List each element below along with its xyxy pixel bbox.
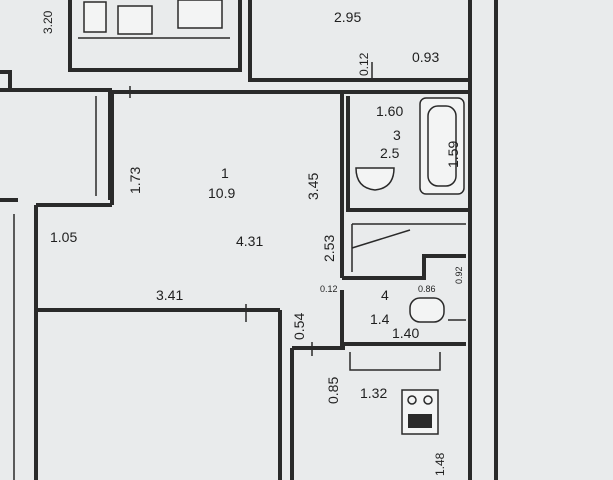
upper-bathroom: [68, 0, 242, 72]
dim-0-93: 0.93: [412, 49, 439, 65]
toilet-icon-upper: [83, 1, 107, 33]
dim-2-95: 2.95: [334, 9, 361, 25]
kitchen-area: [349, 352, 441, 435]
window-marks: [129, 86, 313, 356]
sink-icon-upper: [117, 5, 153, 35]
bathtub-icon-upper: [177, 0, 223, 29]
dim-3-20: 3.20: [41, 10, 55, 34]
dim-1-48: 1.48: [433, 452, 447, 476]
room-1-walls: [34, 90, 345, 480]
dim-0-12-mid: 0.12: [320, 284, 338, 294]
dim-1-05: 1.05: [50, 229, 77, 245]
bathtub-icon: [419, 97, 465, 195]
sink-icon: [355, 167, 395, 191]
dim-1-40: 1.40: [392, 325, 419, 341]
dim-0-92: 0.92: [454, 266, 464, 284]
dim-1-59: 1.59: [445, 141, 461, 168]
room-4-number: 4: [381, 287, 389, 303]
dim-0-85: 0.85: [325, 377, 341, 404]
dim-1-32: 1.32: [360, 385, 387, 401]
hall-walls: [342, 223, 466, 280]
room-3-number: 3: [393, 127, 401, 143]
toilet-icon: [409, 297, 445, 323]
room-1-area: 10.9: [208, 185, 235, 201]
room-3-bathroom: [342, 90, 470, 212]
dim-4-31: 4.31: [236, 233, 263, 249]
upper-corridor-walls: [248, 0, 470, 82]
dim-0-12-top: 0.12: [357, 52, 371, 76]
room-4-area: 1.4: [370, 311, 390, 327]
dim-3-45: 3.45: [305, 173, 321, 200]
dim-3-41: 3.41: [156, 287, 183, 303]
left-walls: [0, 70, 112, 480]
dim-0-54: 0.54: [291, 313, 307, 340]
dim-1-60: 1.60: [376, 103, 403, 119]
room-4-toilet: [340, 290, 466, 348]
dim-2-53: 2.53: [321, 235, 337, 262]
room-1-number: 1: [221, 165, 229, 181]
room-3-area: 2.5: [380, 145, 400, 161]
dim-1-73: 1.73: [127, 167, 143, 194]
dim-0-86: 0.86: [418, 284, 436, 294]
